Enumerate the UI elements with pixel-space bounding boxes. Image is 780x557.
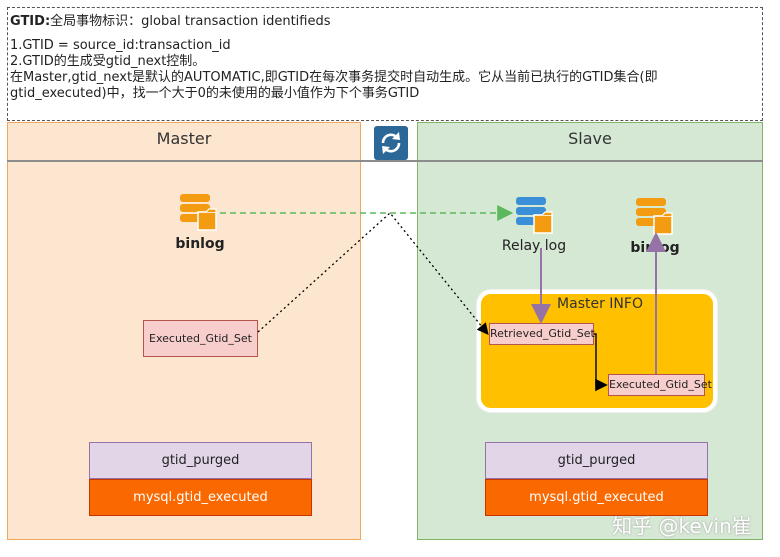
- sync-icon: [374, 126, 408, 160]
- slave-executed-gtid-set: Executed_Gtid_Set: [608, 374, 712, 396]
- master-executed-gtid-set: Executed_Gtid_Set: [143, 320, 258, 357]
- master-mysql-gtid-executed: mysql.gtid_executed: [89, 479, 312, 516]
- description-box: GTID:全局事物标识：global transaction identifie…: [7, 7, 763, 121]
- gtid-transfer-arrow: [257, 212, 489, 336]
- retrieved-gtid-set: Retrieved_Gtid_Set: [489, 323, 595, 345]
- description-title: GTID:全局事物标识：global transaction identifie…: [10, 14, 331, 29]
- description-line-1: 1.GTID = source_id:transaction_id: [10, 38, 231, 53]
- master-title: Master: [156, 129, 212, 148]
- master-gtid-purged: gtid_purged: [89, 442, 312, 479]
- slave-title: Slave: [568, 129, 612, 148]
- master-info-label: Master INFO: [557, 296, 643, 312]
- relay-log-label: Relay log: [501, 238, 567, 254]
- master-binlog-label: binlog: [175, 236, 225, 252]
- relay-log-database-icon: [514, 196, 556, 240]
- master-binlog-database-icon: [178, 193, 220, 237]
- slave-mysql-gtid-executed: mysql.gtid_executed: [485, 479, 708, 516]
- slave-binlog-database-icon: [634, 197, 676, 241]
- description-line-3: 在Master,gtid_next是默认的AUTOMATIC,即GTID在每次事…: [10, 70, 658, 85]
- description-line-2: 2.GTID的生成受gtid_next控制。: [10, 54, 206, 69]
- divider-line: [7, 160, 763, 162]
- watermark: 知乎 @kevin崔: [612, 514, 752, 538]
- retrieved-to-executed-arrow: [594, 333, 608, 392]
- description-line-4: gtid_executed)中，找一个大于0的未使用的最小值作为下个事务GTID: [10, 86, 420, 101]
- slave-gtid-purged: gtid_purged: [485, 442, 708, 479]
